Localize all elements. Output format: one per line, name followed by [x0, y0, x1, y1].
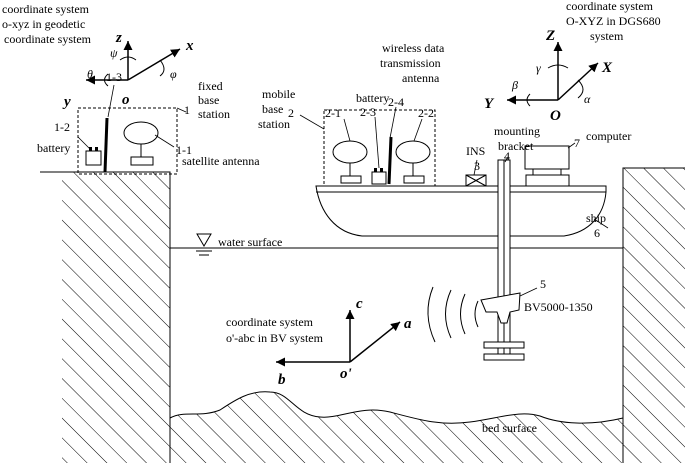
- wireless-label-1: wireless data: [382, 41, 445, 55]
- beta-label: β: [511, 78, 518, 92]
- callout-2-1: 2-1: [325, 106, 341, 120]
- alpha-label: α: [584, 92, 591, 106]
- bed-surface-label: bed surface: [482, 421, 537, 435]
- callout-3: 3: [474, 159, 480, 173]
- bv-axes: [276, 310, 401, 367]
- a-axis-label: a: [404, 316, 412, 332]
- fixed-battery-label: battery: [37, 141, 70, 155]
- fixed-label-3: station: [198, 107, 230, 121]
- callout-2-4: 2-4: [388, 95, 404, 109]
- water-surface-label: water surface: [218, 235, 282, 249]
- satellite-antenna-label: satellite antenna: [182, 154, 260, 168]
- mobile-wireless-antenna: [387, 136, 393, 185]
- fixed-battery: [85, 147, 102, 166]
- wireless-label-2: transmission: [380, 56, 441, 70]
- cs-geo-line1: coordinate system: [2, 2, 90, 16]
- dgs-axes: [507, 42, 599, 107]
- mobile-label-3: station: [258, 117, 290, 131]
- bv-model-label: BV5000-1350: [524, 300, 593, 314]
- cs-bv-line2: o'-abc in BV system: [226, 331, 324, 345]
- fixed-wireless-antenna: [103, 117, 109, 173]
- x-axis-label: x: [185, 38, 194, 54]
- y-axis-label: y: [62, 94, 71, 110]
- callout-2-2: 2-2: [418, 106, 434, 120]
- Z-axis-label: Z: [545, 28, 555, 44]
- wireless-label-3: antenna: [402, 71, 440, 85]
- fixed-label-2: base: [198, 93, 219, 107]
- ship-label: ship: [586, 211, 606, 225]
- origin-O-label: O: [550, 108, 561, 124]
- fixed-number: 1: [184, 103, 190, 117]
- origin-o-label: o: [122, 92, 130, 108]
- river-bed: [169, 391, 624, 463]
- bv-sonar-head: [480, 292, 521, 324]
- water-symbol: [196, 233, 212, 256]
- mobile-battery-label: battery: [356, 91, 389, 105]
- fixed-satellite-antenna: [123, 121, 159, 166]
- mounting-label-2: bracket: [498, 139, 534, 153]
- callout-5: 5: [540, 277, 546, 291]
- cs-geo-line2: o-xyz in geodetic: [2, 17, 85, 31]
- c-axis-label: c: [356, 296, 363, 312]
- callout-1-2: 1-2: [54, 120, 70, 134]
- computer-device: [524, 145, 570, 187]
- cs-dgs-line2: O-XYZ in DGS680: [566, 14, 661, 28]
- ins-device: [465, 174, 487, 187]
- mobile-satellite-antenna-right: [395, 140, 431, 184]
- left-bank: [40, 171, 171, 463]
- leader-lines: [77, 84, 609, 297]
- ins-label: INS: [466, 144, 485, 158]
- phi-label: φ: [170, 67, 177, 81]
- fixed-base-station-box: [77, 107, 178, 175]
- origin-o-prime-label: o': [340, 366, 352, 382]
- computer-label: computer: [586, 129, 631, 143]
- b-axis-label: b: [278, 372, 286, 388]
- sonar-waves: [427, 286, 479, 343]
- mobile-number: 2: [288, 106, 294, 120]
- theta-label: θ: [87, 67, 93, 81]
- mobile-label-2: base: [262, 102, 283, 116]
- geodetic-axes: [86, 41, 181, 87]
- cs-dgs-line3: system: [590, 29, 624, 43]
- right-bank: [622, 167, 685, 463]
- callout-4: 4: [504, 149, 510, 163]
- mobile-label-1: mobile: [262, 87, 295, 101]
- X-axis-label: X: [601, 60, 613, 76]
- mounting-label-1: mounting: [494, 124, 540, 138]
- cs-geo-line3: coordinate system: [4, 32, 92, 46]
- cs-bv-line1: coordinate system: [226, 315, 314, 329]
- ship-hull: [315, 185, 607, 237]
- callout-2-3: 2-3: [360, 105, 376, 119]
- mobile-satellite-antenna-left: [332, 140, 368, 184]
- gamma-label: γ: [536, 61, 541, 75]
- callout-7: 7: [574, 136, 580, 150]
- callout-1-1: 1-1: [176, 143, 192, 157]
- psi-label: ψ: [110, 46, 118, 60]
- callout-6: 6: [594, 226, 600, 240]
- callout-1-3: 1-3: [106, 70, 122, 84]
- mobile-battery: [371, 168, 387, 185]
- fixed-label-1: fixed: [198, 79, 223, 93]
- cs-dgs-line1: coordinate system: [566, 0, 654, 13]
- z-axis-label: z: [115, 30, 122, 46]
- Y-axis-label: Y: [484, 96, 495, 112]
